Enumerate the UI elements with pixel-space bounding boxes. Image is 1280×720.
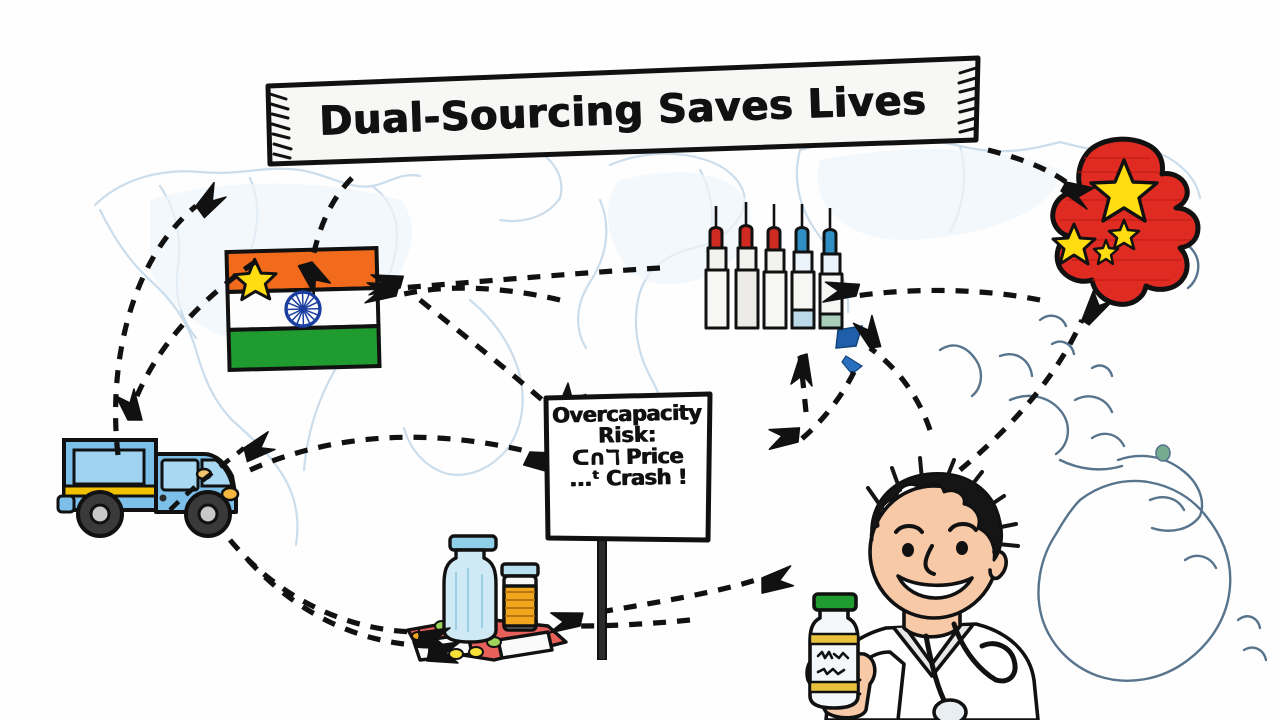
- china-map-drawing: [1050, 136, 1201, 307]
- doctor-figure: [786, 428, 1086, 720]
- doctor-drawing: [805, 456, 1040, 720]
- china-map: [1032, 128, 1224, 326]
- banner-title-text: Dual-Sourcing Saves Lives: [318, 77, 928, 145]
- title-banner: Dual-Sourcing Saves Lives: [262, 52, 984, 170]
- sign-line-4: ...ᵗ Crash !: [569, 464, 688, 492]
- banner-shape: [265, 55, 981, 167]
- overcapacity-warning-sign: Overcapacity Risk: ᑕ∩ℸ Price ...ᵗ Crash …: [540, 390, 716, 660]
- delivery-truck: [56, 428, 256, 548]
- sign-text-block: Overcapacity Risk: ᑕ∩ℸ Price ...ᵗ Crash …: [551, 400, 706, 535]
- truck-drawing: [56, 438, 240, 538]
- sign-shape: [543, 391, 713, 660]
